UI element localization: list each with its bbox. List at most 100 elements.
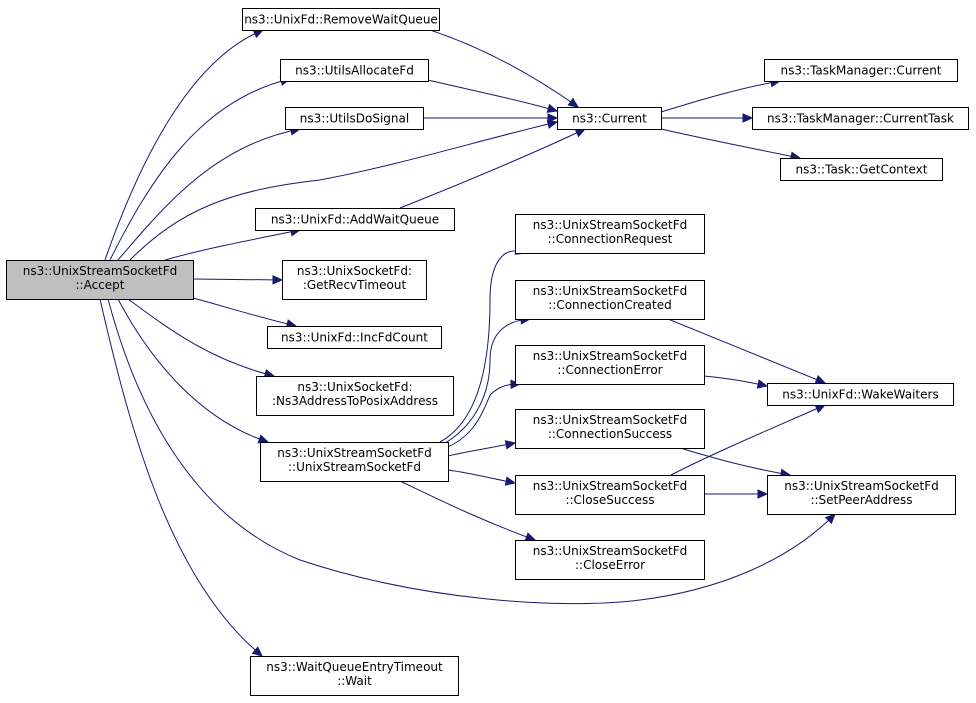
node-label-line: ::UnixStreamSocketFd [288,460,421,474]
edge-current-taskGetContext [660,128,802,161]
edge-line [117,128,301,261]
node-box [515,475,705,515]
node-removeWaitQueue[interactable]: ns3::UnixFd::RemoveWaitQueue [242,8,440,31]
node-label-line: ns3::WaitQueueEntryTimeout [266,660,443,674]
node-label-line: ns3::UnixSocketFd: [297,264,412,278]
node-label-line: ns3::UnixStreamSocketFd [533,479,688,493]
edge-accept-utilsAllocateFd [109,76,292,261]
node-box [515,540,705,580]
arrowhead-icon [814,375,827,384]
node-box [255,208,455,231]
node-box [515,409,705,449]
node-addWaitQueue[interactable]: ns3::UnixFd::AddWaitQueue [255,208,455,231]
node-box [515,214,705,254]
node-label-line: ::ConnectionSuccess [548,427,672,441]
edge-accept-getRecvTimeout [192,275,284,285]
node-tmCurrent[interactable]: ns3::TaskManager::Current [764,59,958,82]
node-box [285,107,424,130]
node-label-line: ns3::Current [572,112,647,126]
nodes-layer: ns3::UnixStreamSocketFd::Acceptns3::Unix… [6,8,969,696]
node-box [515,280,705,320]
edge-line [107,298,836,605]
node-connSuccess[interactable]: ns3::UnixStreamSocketFd::ConnectionSucce… [515,409,705,449]
edge-line [129,121,558,261]
node-closeSuccess[interactable]: ns3::UnixStreamSocketFd::CloseSuccess [515,475,705,515]
arrowhead-icon [814,404,827,414]
node-label-line: ns3::TaskManager::CurrentTask [767,112,954,126]
node-box [256,376,454,416]
edge-current-tmCurrentTask [661,113,754,123]
node-utilsDoSignal[interactable]: ns3::UtilsDoSignal [285,107,424,130]
node-connCreated[interactable]: ns3::UnixStreamSocketFd::ConnectionCreat… [515,280,705,320]
edge-line [670,404,826,476]
node-label-line: ns3::UnixStreamSocketFd [533,544,688,558]
arrowhead-icon [504,440,517,450]
node-label-line: ns3::UtilsDoSignal [300,112,409,126]
edge-line [439,318,531,447]
edge-line [399,480,536,541]
node-label-line: ns3::UnixFd::IncFdCount [281,331,428,345]
node-label-line: ::SetPeerAddress [810,493,912,507]
arrowhead-icon [547,113,559,123]
edge-connError-wakeWaiters [703,375,769,389]
node-label-line: ns3::UnixSocketFd: [297,380,412,394]
edge-line [399,128,586,209]
edge-line [117,298,269,443]
node-label-line: ns3::UnixFd::RemoveWaitQueue [244,13,438,27]
node-label-line: ns3::UtilsAllocateFd [295,64,414,78]
node-label-line: ns3::UnixStreamSocketFd [533,284,688,298]
node-connError[interactable]: ns3::UnixStreamSocketFd::ConnectionError [515,345,705,385]
edge-line [447,442,516,457]
edge-ctor-connSuccess [447,440,517,457]
edge-line [429,29,579,108]
node-box [260,442,449,482]
node-taskGetContext[interactable]: ns3::Task::GetContext [780,158,943,181]
edge-line [660,80,781,113]
arrowhead-icon [546,103,559,113]
node-current[interactable]: ns3::Current [557,107,662,130]
node-incFdCount[interactable]: ns3::UnixFd::IncFdCount [267,326,442,349]
node-label-line: ns3::UnixStreamSocketFd [23,264,178,278]
edge-accept-ns3AddrToPosix [127,298,276,379]
edge-accept-incFdCount [192,297,298,329]
node-box [767,475,956,515]
node-label-line: ns3::Task::GetContext [796,163,928,177]
node-ctor[interactable]: ns3::UnixStreamSocketFd::UnixStreamSocke… [260,442,449,482]
node-utilsAllocateFd[interactable]: ns3::UtilsAllocateFd [280,59,429,82]
node-label-line: ns3::UnixFd::AddWaitQueue [271,213,439,227]
node-ns3AddrToPosix[interactable]: ns3::UnixSocketFd::Ns3AddressToPosixAddr… [256,376,454,416]
edge-line [439,250,526,443]
edge-accept-current [129,119,559,261]
node-label-line: ns3::TaskManager::Current [780,64,941,78]
node-getRecvTimeout[interactable]: ns3::UnixSocketFd::GetRecvTimeout [282,260,427,300]
node-label-line: :GetRecvTimeout [303,278,407,292]
arrowhead-icon [742,113,754,123]
node-wakeWaiters[interactable]: ns3::UnixFd::WakeWaiters [767,383,954,406]
node-accept[interactable]: ns3::UnixStreamSocketFd::Accept [6,260,194,300]
node-waitQueueWait[interactable]: ns3::WaitQueueEntryTimeout::Wait [250,656,459,696]
node-label-line: ns3::UnixStreamSocketFd [533,218,688,232]
node-box [767,383,954,406]
node-closeError[interactable]: ns3::UnixStreamSocketFd::CloseError [515,540,705,580]
node-box [250,656,459,696]
node-label-line: ::CloseSuccess [565,493,654,507]
edge-removeWaitQueue-current [429,29,580,108]
edge-accept-addWaitQueue [164,227,302,261]
arrowhead-icon [524,532,537,542]
arrowhead-icon [756,379,769,389]
node-label-line: ns3::UnixFd::WakeWaiters [782,388,938,402]
edge-line [109,78,291,261]
arrowhead-icon [272,275,284,285]
node-box [515,345,705,385]
node-box [280,59,429,82]
node-label-line: ::CloseError [575,558,645,572]
edge-line [192,297,297,327]
edge-ctor-closeError [399,480,537,542]
arrowhead-icon [567,97,580,108]
edges-layer [99,29,836,657]
node-connRequest[interactable]: ns3::UnixStreamSocketFd::ConnectionReque… [515,214,705,254]
arrowhead-icon [574,128,587,138]
node-tmCurrentTask[interactable]: ns3::TaskManager::CurrentTask [752,107,969,130]
node-setPeerAddress[interactable]: ns3::UnixStreamSocketFd::SetPeerAddress [767,475,956,515]
